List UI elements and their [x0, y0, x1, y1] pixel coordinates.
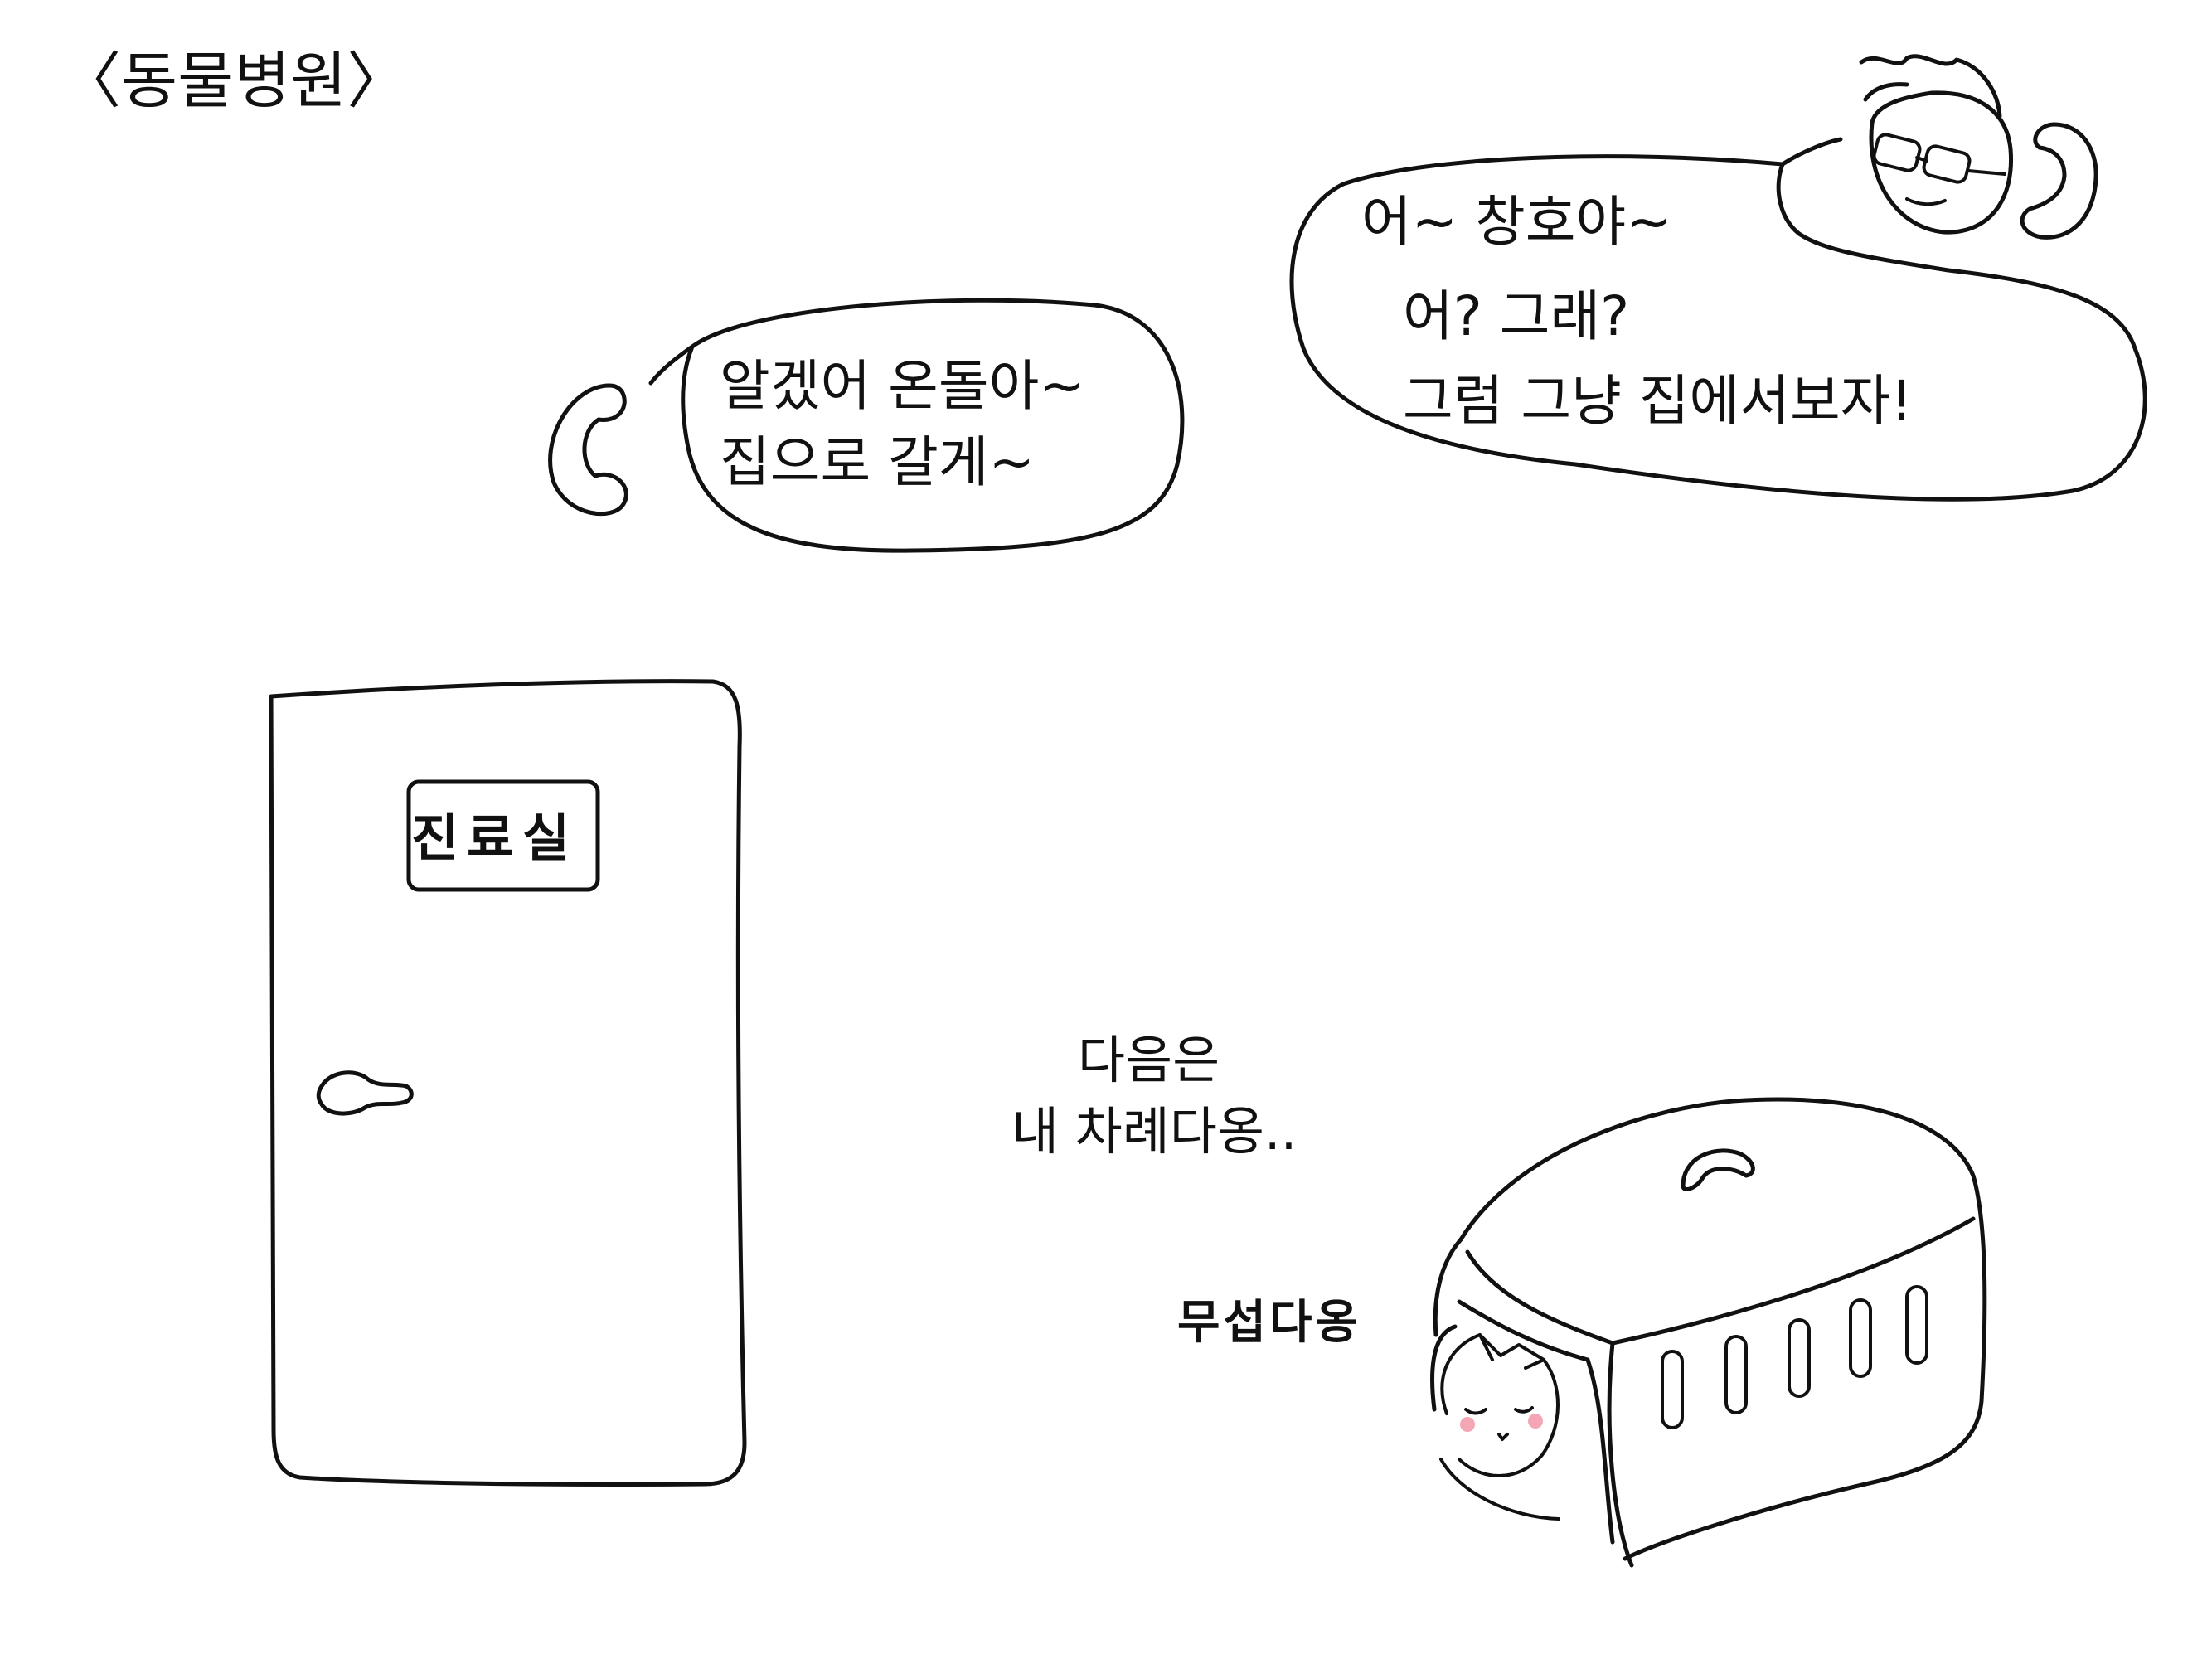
man-with-glasses-icon: [1859, 54, 2098, 240]
left-speech-line: 집으로 갈게~: [720, 430, 1035, 494]
narration-line: 다음은: [1078, 1030, 1220, 1090]
scene-title: 〈동물병원〉: [60, 46, 409, 117]
pet-carrier: [1430, 1097, 1987, 1568]
door-sign-text: 진료실: [411, 808, 579, 868]
cat-blush-left: [1460, 1417, 1475, 1432]
left-speech-text: 알겠어 온돌아~ 집으로 갈게~: [720, 348, 1085, 501]
door: [269, 679, 747, 1487]
left-speech-line: 알겠어 온돌아~: [720, 354, 1085, 418]
right-speech-line: 어? 그래?: [1403, 284, 1630, 348]
pet-carrier-handle-icon: [1681, 1148, 1755, 1191]
right-speech-bubble: [1289, 137, 2147, 502]
carrier-vent-5: [1905, 1285, 1928, 1365]
cat-caption: 무섭다옹: [1177, 1296, 1362, 1350]
carrier-vent-1: [1661, 1350, 1684, 1429]
right-speech-line: 어~ 창호야~: [1361, 190, 1672, 254]
door-sign-plate: [406, 779, 600, 892]
cat-blush-right: [1528, 1414, 1543, 1429]
phone-handset-icon: [548, 383, 628, 516]
carrier-vent-4: [1849, 1298, 1872, 1378]
carrier-vent-2: [1724, 1335, 1748, 1414]
door-knob-icon: [316, 1070, 414, 1116]
left-speech-bubble: [648, 298, 1185, 553]
narration-line: 내 차례다옹..: [1011, 1101, 1298, 1162]
carrier-vent-3: [1788, 1318, 1811, 1398]
right-speech-line: 그럼 그냥 집에서보자!: [1403, 369, 1913, 433]
cat-face-icon: [1439, 1333, 1560, 1521]
